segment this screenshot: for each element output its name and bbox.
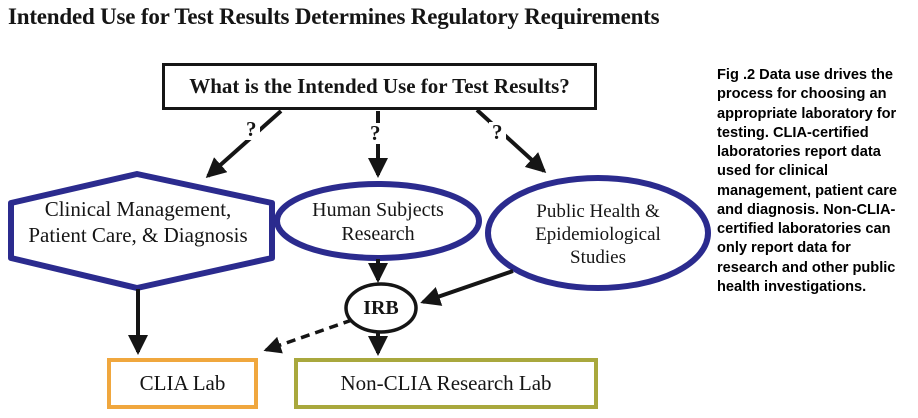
arrow-question-to-clinical [205,109,283,178]
arrow-public-health-to-irb [420,269,514,306]
arrow-irb-to-clia-dashed [263,318,353,354]
irb-node-label: IRB [363,297,399,319]
clia-lab-label: CLIA Lab [139,371,226,395]
figure-caption: Fig .2 Data use drives the process for c… [717,67,898,295]
irb-circle-shape [344,282,418,334]
clia-lab-box: CLIA Lab [107,358,258,409]
non-clia-lab-label: Non-CLIA Research Lab [340,371,552,395]
clinical-node-label: Clinical Management, Patient Care, & Dia… [28,197,248,247]
human-subjects-node-label: Human Subjects Research [312,199,444,246]
human-subjects-ellipse-shape [274,181,482,261]
question-box-label: What is the Intended Use for Test Result… [189,74,570,98]
question-mark-middle: ? [367,123,384,144]
figure-title: Intended Use for Test Results Determines… [8,4,660,29]
public-health-node-label: Public Health & Epidemiological Studies [535,201,661,269]
question-mark-left: ? [243,119,260,140]
question-mark-right: ? [489,122,506,143]
clinical-hexagon-shape [8,171,275,291]
public-health-ellipse-shape [485,175,711,291]
arrow-question-to-public-health [475,108,547,174]
question-box: What is the Intended Use for Test Result… [162,63,597,110]
non-clia-lab-box: Non-CLIA Research Lab [294,358,598,409]
